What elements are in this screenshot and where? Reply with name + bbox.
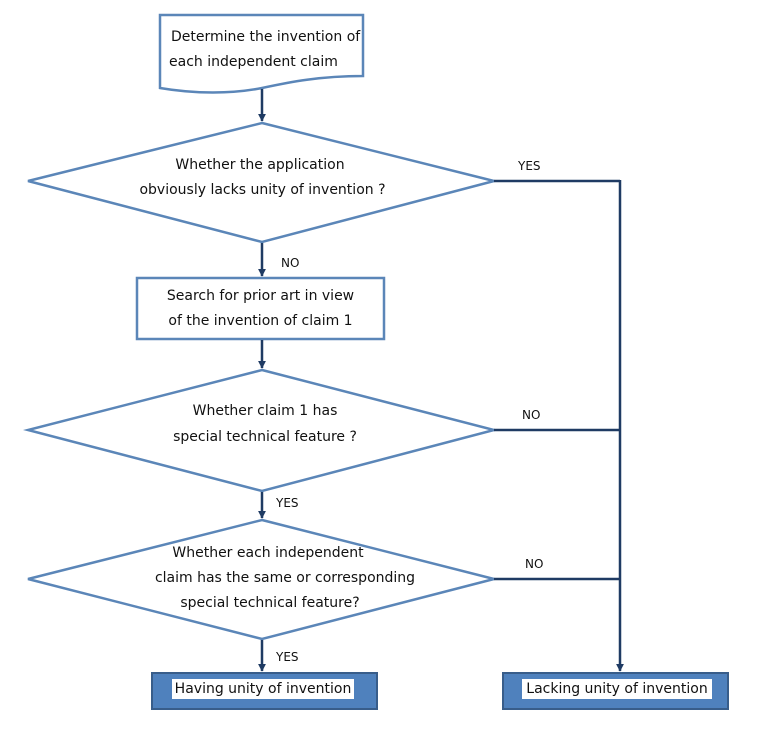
decision-1-diamond	[27, 121, 495, 244]
decision-2-text-line2: special technical feature ?	[173, 429, 357, 445]
edge-label-d1-yes: YES	[518, 159, 541, 173]
edge-label-d3-yes: YES	[276, 650, 299, 664]
result-unity-label: Having unity of invention	[172, 679, 354, 699]
start-text-line1: Determine the invention of	[171, 29, 361, 45]
edge-label-d3-no: NO	[525, 557, 544, 571]
decision-3-text-line2: claim has the same or corresponding	[154, 570, 416, 586]
decision-1-text-line1: Whether the application	[175, 157, 345, 173]
search-text-line1: Search for prior art in view	[166, 288, 355, 304]
decision-2-text-line1: Whether claim 1 has	[192, 403, 338, 419]
search-process-box	[135, 276, 386, 341]
edge-label-d1-no: NO	[281, 256, 300, 270]
search-text-line2: of the invention of claim 1	[168, 313, 353, 329]
edge-label-d2-no: NO	[522, 408, 541, 422]
decision-3-diamond	[27, 518, 495, 641]
start-text-line2: each independent claim	[169, 54, 338, 70]
decision-2-diamond	[23, 368, 499, 493]
decision-3-text-line1: Whether each independent	[172, 545, 364, 561]
edge-label-d2-yes: YES	[276, 496, 299, 510]
decision-1-text-line2: obviously lacks unity of invention ?	[139, 182, 386, 198]
decision-3-text-line3: special technical feature?	[180, 595, 360, 611]
result-lacking-label: Lacking unity of invention	[522, 679, 712, 699]
start-document-shape	[158, 13, 365, 94]
